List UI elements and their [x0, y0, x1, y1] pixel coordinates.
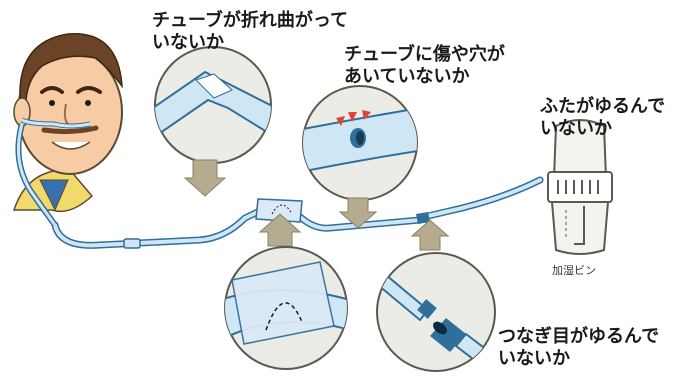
- joint-check-line-1: つなぎ目がゆるんで: [498, 326, 660, 347]
- kink-detail-bubble: [154, 46, 272, 197]
- lid-check-label: ふたがゆるんで いないか: [540, 96, 665, 140]
- humidifier-bottle: [547, 119, 613, 255]
- tube-connector: [123, 238, 141, 249]
- hole-check-label: チューブに傷や穴が あいていないか: [344, 44, 505, 88]
- patient-face: [12, 33, 123, 227]
- tape-detail-bubble: [224, 213, 348, 370]
- joint-check-label: つなぎ目がゆるんで いないか: [498, 326, 659, 370]
- hole-check-line-2: あいていないか: [344, 66, 470, 87]
- lid-check-line-1: ふたがゆるんで: [540, 96, 666, 117]
- hole-detail-bubble: [302, 85, 418, 229]
- joint-detail-bubble: [376, 219, 496, 372]
- oxygen-tube: [51, 176, 544, 249]
- tube-end-fitting: [416, 212, 430, 224]
- lid-check-line-2: いないか: [540, 118, 612, 139]
- humidifier-bottle-label: 加湿ビン: [552, 264, 596, 277]
- hole-check-line-1: チューブに傷や穴が: [344, 44, 505, 65]
- kink-check-line-2: いないか: [152, 32, 224, 53]
- kink-check-line-1: チューブが折れ曲がって: [152, 10, 349, 31]
- joint-check-line-2: いないか: [498, 348, 570, 369]
- kink-check-label: チューブが折れ曲がって いないか: [152, 10, 348, 54]
- tape-on-tube: [255, 198, 303, 223]
